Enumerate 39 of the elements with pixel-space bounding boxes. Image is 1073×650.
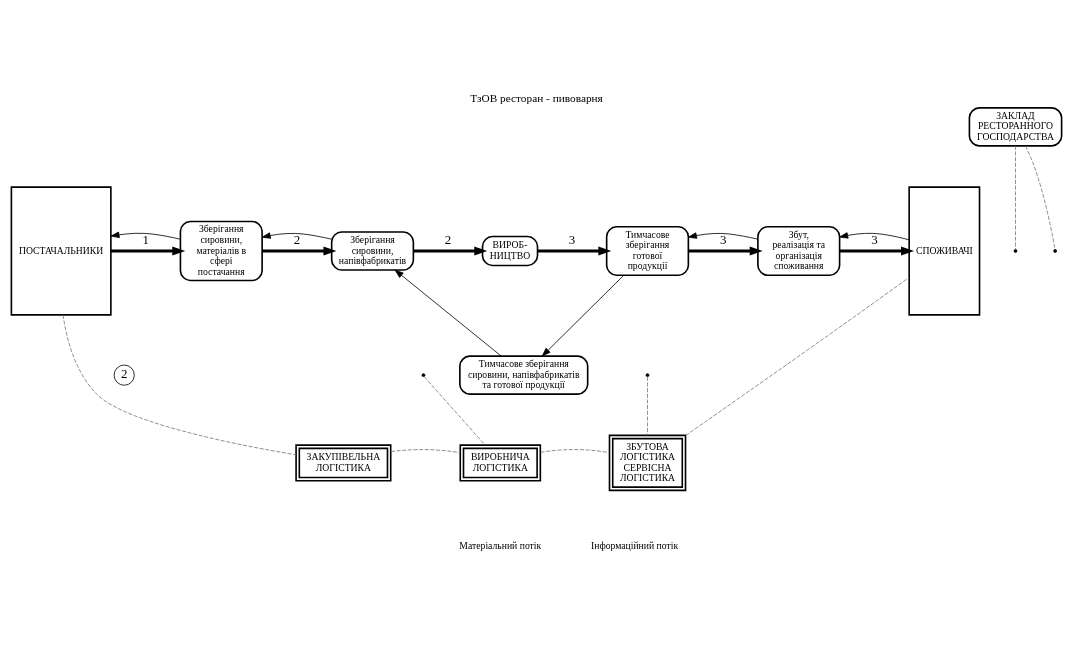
arrow [261,232,332,240]
node-box: ЗАКЛАД РЕСТОРАННОГО ГОСПОДАРСТВА [968,107,1063,147]
legend-label: Матеріальний потік [459,539,542,551]
edge-label: 2 [444,232,452,248]
connector [62,314,297,456]
connector [1025,145,1056,250]
node-box: Тимчасове зберігання сировини, напівфабрикатів та готової продукції [459,355,589,395]
node-box: Зберігання сировини, напівфабрикатів [330,231,415,271]
node-box: Збут, реалізація та організація споживання [757,225,841,277]
arrow [110,231,181,240]
legend-label: Інформаційний потік [590,539,679,551]
node-box: ВИРОБ- НИЦТВО [481,235,539,267]
node-box: СПОЖИВАЧІ [908,186,981,316]
arrow [394,269,502,357]
label: 2 [120,366,128,382]
arrow [262,246,337,256]
connector [390,449,461,454]
arrow [413,246,488,256]
edge-label: 1 [142,232,149,248]
arrow [537,246,612,256]
edge-label: 3 [568,232,576,248]
arrow [688,246,763,256]
arrow [110,246,186,256]
connector [1015,145,1016,250]
connector [423,376,486,446]
arrow [688,232,759,240]
arrow [541,275,625,357]
edge-label: 3 [871,232,878,248]
node-box: Зберігання сировини, матеріалів в сфері постачання [179,220,263,282]
edge-label: 3 [719,232,727,248]
node-box: Тимчасове зберігання готової продукції [605,225,690,277]
diagram-title: ТзОВ ресторан - пивоварня [470,91,603,104]
connector [647,376,648,436]
edge-label: 2 [293,232,301,248]
node-box: ПОСТАЧАЛЬНИКИ [10,186,112,316]
connector [685,277,910,436]
arrow [839,232,910,241]
connector [540,449,610,454]
arrow [839,246,915,256]
